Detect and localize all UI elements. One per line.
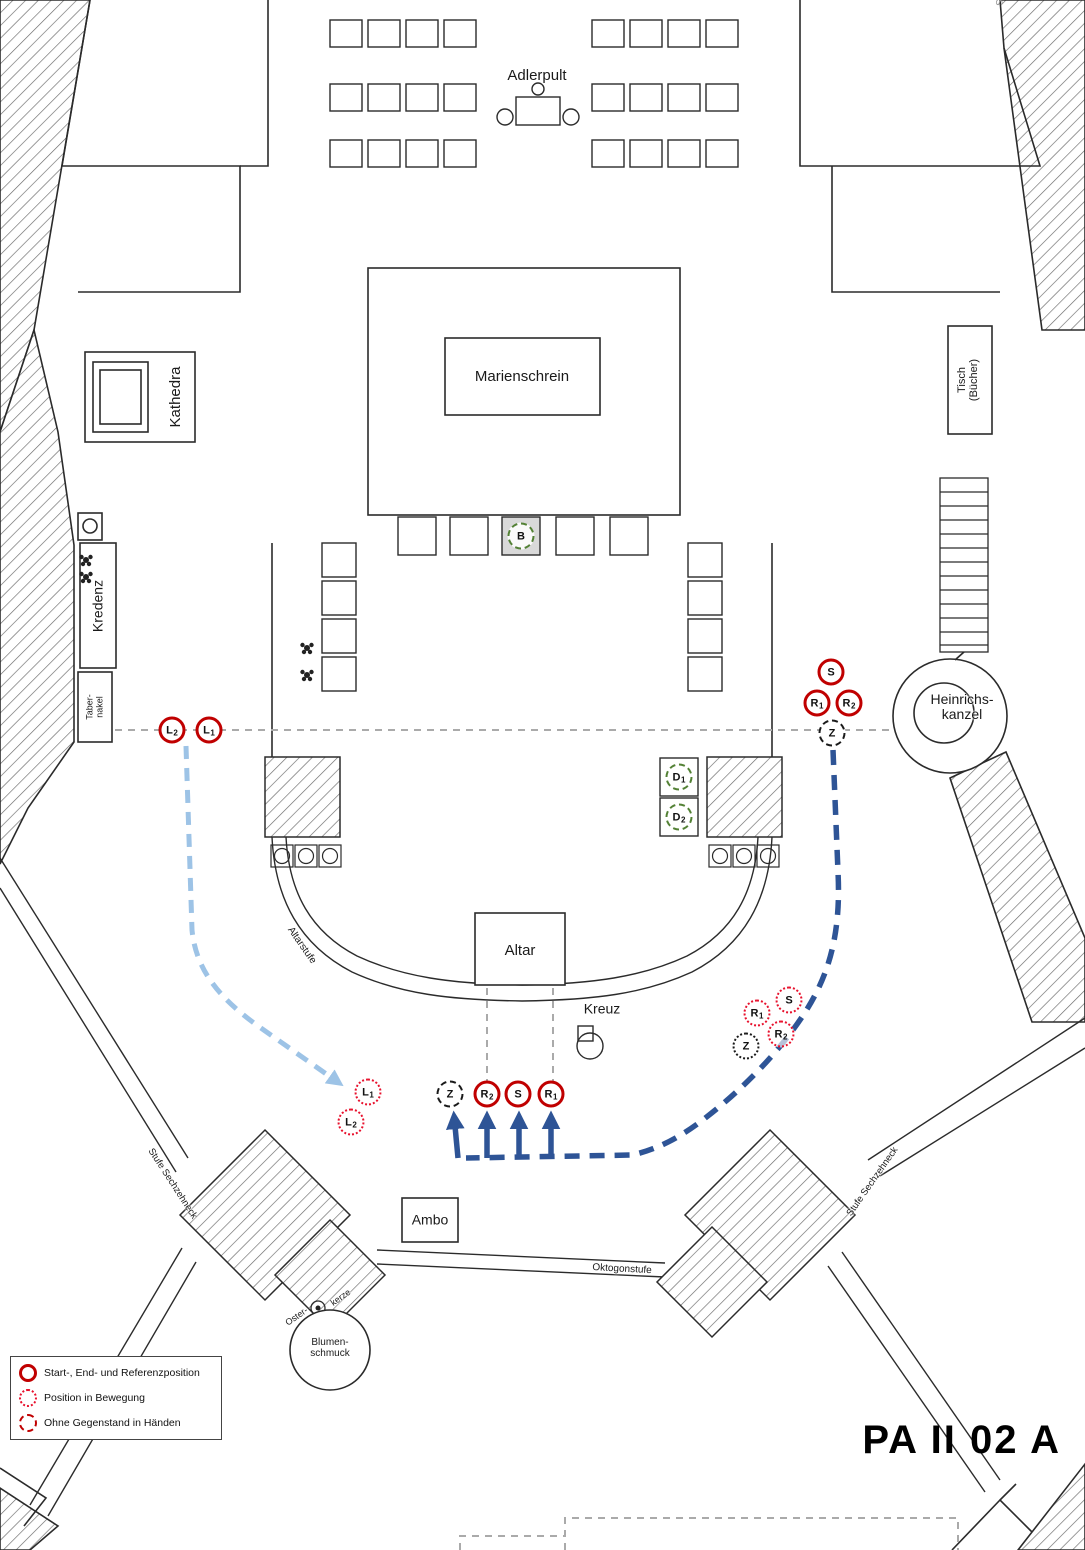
path-left-light-blue <box>183 745 344 1087</box>
candle-trio-left <box>270 844 342 868</box>
chairs-left <box>329 19 477 168</box>
candle-column-left <box>321 542 357 692</box>
heinrichskanzel-icon <box>892 651 1008 774</box>
movement-paths <box>183 745 842 1161</box>
legend-item-moving: Position in Bewegung <box>19 1389 213 1407</box>
altar-icon <box>474 912 566 986</box>
path-arrow-z <box>445 1110 465 1159</box>
blumenschmuck-icon <box>289 1309 371 1391</box>
staircase-icon <box>939 477 989 653</box>
legend-label: Ohne Gegenstand in Händen <box>44 1417 181 1429</box>
flower-icons <box>79 554 314 682</box>
tisch-icon <box>947 325 993 435</box>
kredenz-icon <box>77 512 117 669</box>
d-boxes <box>659 757 699 837</box>
candle-column-right <box>687 542 723 692</box>
legend: Start-, End- und Referenzposition Positi… <box>10 1356 222 1440</box>
kathedra-icon <box>84 351 196 443</box>
candle-row <box>397 516 649 556</box>
step-lines <box>0 836 1085 1517</box>
legend-label: Start-, End- und Referenzposition <box>44 1367 200 1379</box>
path-right-dark-blue <box>465 749 842 1161</box>
reference-dashed-lines <box>115 729 959 1550</box>
legend-item-no-object: Ohne Gegenstand in Händen <box>19 1414 213 1432</box>
dashed-circle-icon <box>19 1414 37 1432</box>
legend-item-reference: Start-, End- und Referenzposition <box>19 1364 213 1382</box>
ambo-icon <box>401 1197 459 1243</box>
tabernakel-icon <box>77 671 113 743</box>
marienschrein-chamber <box>367 267 681 516</box>
credit-text: Erstellt von Nils Gerets <box>993 0 1007 6</box>
legend-label: Position in Bewegung <box>44 1392 145 1404</box>
diagram-title: PA II 02 A <box>862 1418 1061 1462</box>
architecture <box>0 0 1042 1550</box>
dotted-circle-icon <box>19 1389 37 1407</box>
chairs-right <box>591 19 739 168</box>
solid-circle-icon <box>19 1364 37 1382</box>
pillars-hatched <box>178 756 857 1339</box>
adlerpult-icon <box>496 82 580 126</box>
marienschrein-box <box>444 337 601 416</box>
candle-trio-right <box>708 844 780 868</box>
kreuz-icon <box>576 1025 604 1060</box>
